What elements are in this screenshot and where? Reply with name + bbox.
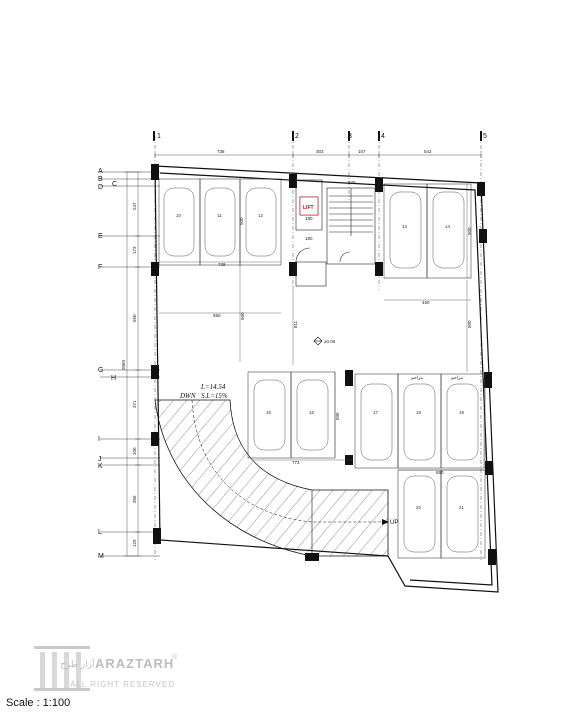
parking-number: 17 (373, 410, 379, 415)
parking-number: 19 (459, 410, 465, 415)
level-mark-text: ±0.00 (324, 339, 336, 344)
structural-columns (151, 164, 496, 565)
grid-column-label: 4 (381, 133, 385, 140)
grid-row-label: B (98, 176, 103, 183)
dimension-text: 650 (436, 470, 444, 475)
dimension-text: 773 (292, 460, 300, 465)
grid-row-label: A (98, 168, 103, 175)
ramp-length: L=14.54 (200, 383, 226, 391)
dimension-text: 180 (305, 216, 313, 221)
brand-rights: ALL RIGHT RESERVED (70, 680, 175, 689)
parking-number: 11 (217, 213, 222, 218)
ramp-direction: DWN (179, 392, 196, 400)
lift-label: LIFT (303, 205, 314, 211)
brand-persian: آراز طرح (60, 660, 95, 670)
top-dimension-line (154, 152, 482, 158)
dimension-text: 180 (305, 236, 313, 241)
parking-bays-middle (247, 371, 486, 469)
grid-column-label: 5 (483, 133, 487, 140)
scale-label: Scale : 1:100 (6, 697, 71, 709)
lift-stair-core (295, 179, 376, 287)
left-dimension-lines (124, 171, 141, 557)
parking-number: 21 (459, 505, 465, 510)
dimension-text: 500 (239, 217, 244, 225)
dimension-text: 500 (467, 320, 472, 328)
grid-row-label: D (98, 184, 103, 191)
grid-row-label: C (112, 181, 117, 188)
grid-row-label: F (98, 264, 102, 271)
curved-ramp (154, 399, 389, 557)
level-mark: ±0.00 (313, 336, 336, 346)
interior-dimension-lines (159, 184, 485, 471)
dimension-text: 100 (132, 447, 137, 455)
grid-row-label: I (98, 436, 100, 443)
parking-bays-top-left (158, 178, 282, 266)
dimension-text: 129 (132, 539, 137, 547)
dimension-text: 550 (132, 314, 137, 322)
row-grid-markers: A B C D E F G H I J K L M (98, 168, 117, 560)
up-arrow-icon (382, 519, 389, 525)
parking-number: 12 (258, 213, 264, 218)
brand-registered: ® (172, 654, 178, 661)
parking-number: 14 (445, 224, 451, 229)
dimension-text: 500 (240, 312, 245, 320)
dimension-text: 542 (424, 149, 432, 154)
grid-column-label: 3 (348, 133, 352, 140)
dimension-text: 2060 (121, 359, 126, 370)
dimension-text: 240 (348, 180, 356, 185)
grid-row-label: G (98, 367, 103, 374)
dimension-text: 371 (132, 400, 137, 408)
grid-column-label: 2 (295, 133, 299, 140)
grid-row-label: K (98, 463, 103, 470)
parking-number: 15 (266, 410, 272, 415)
dimension-text: 303 (316, 149, 324, 154)
dimension-text: 500 (467, 227, 472, 235)
parking-number: 20 (416, 505, 422, 510)
dimension-text: 173 (132, 246, 137, 254)
grid-row-label: H (111, 375, 116, 382)
parking-number: 18 (416, 410, 422, 415)
grid-row-label: M (98, 553, 104, 560)
parking-bays-top-right (383, 183, 472, 279)
parking-number: 16 (309, 410, 315, 415)
ramp-slope: S.L=15% (201, 392, 228, 400)
dimension-text: 811 (293, 320, 298, 328)
dimension-text: 247 (132, 202, 137, 210)
dimension-text: 650 (213, 313, 221, 318)
car-outlines (163, 187, 479, 553)
brand-logo-icon (34, 646, 90, 691)
grid-row-label: E (98, 233, 103, 240)
parking-bays-bottom-right (397, 469, 486, 559)
brand-name: ARAZTARH (95, 656, 175, 671)
dimension-text: 738 (218, 262, 226, 267)
lift-shaft (299, 196, 319, 216)
up-label: UP (390, 520, 398, 526)
grid-row-label: J (98, 456, 102, 463)
grid-row-label: L (98, 529, 102, 536)
column-grid-markers: 1 2 3 4 5 (153, 131, 487, 141)
dimension-text: 356 (132, 495, 137, 503)
parking-number: 10 (176, 213, 182, 218)
dimension-text: 500 (335, 412, 340, 420)
dimension-text: 738 (217, 149, 225, 154)
grid-column-label: 1 (157, 133, 161, 140)
persian-label: مزاحم (451, 375, 464, 381)
persian-label: مزاحم (411, 375, 424, 381)
dimension-text: 450 (422, 300, 430, 305)
row-grid-lines (100, 171, 160, 557)
dimension-text: 157 (358, 149, 366, 154)
parking-number: 13 (402, 224, 408, 229)
